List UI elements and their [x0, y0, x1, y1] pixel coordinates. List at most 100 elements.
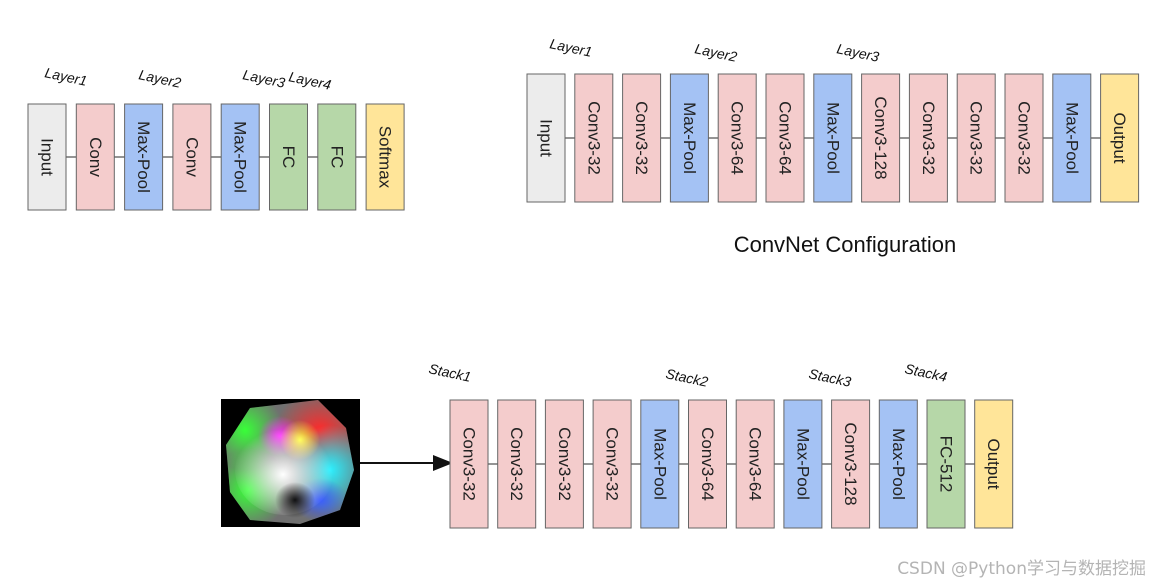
block-label: Conv3-32 [967, 101, 986, 175]
block-conv3-32: Conv3-32 [497, 399, 537, 529]
block-conv3-32: Conv3-32 [449, 399, 489, 529]
block-label: Input [537, 119, 556, 157]
block-box [269, 103, 308, 211]
block-box [831, 399, 871, 529]
block-box [735, 399, 775, 529]
group-tag-layer1: Layer1 [548, 35, 593, 60]
block-input: Input [27, 103, 67, 211]
block-label: Conv3-64 [746, 427, 765, 501]
block-label: Max-Pool [650, 428, 669, 500]
block-label: Conv3-32 [632, 101, 651, 175]
block-label: Conv3-64 [698, 427, 717, 501]
block-max-pool: Max-Pool [640, 399, 680, 529]
group-tag-layer3: Layer3 [835, 40, 880, 65]
block-max-pool: Max-Pool [124, 103, 164, 211]
block-conv3-64: Conv3-64 [688, 399, 727, 529]
block-fc-512: FC-512 [926, 399, 966, 529]
block-label: Input [38, 138, 57, 176]
block-conv3-32: Conv3-32 [544, 399, 584, 529]
block-label: Output [1110, 112, 1129, 163]
block-output: Output [974, 399, 1014, 529]
block-label: Max-Pool [231, 121, 250, 193]
group-tag-stack2: Stack2 [664, 365, 709, 390]
block-label: Conv3-32 [507, 427, 526, 501]
block-conv3-32: Conv3-32 [622, 73, 662, 203]
diagram-layers-simple: Input Conv Max-Pool Conv Max-Pool FC FC Softmax… [27, 64, 405, 211]
block-conv: Conv [172, 103, 212, 211]
block-box [27, 103, 67, 211]
block-box [669, 73, 709, 203]
block-conv3-32: Conv3-32 [574, 73, 614, 203]
block-label: FC [327, 146, 346, 169]
block-conv3-64: Conv3-64 [765, 73, 805, 203]
block-conv3-64: Conv3-64 [717, 73, 757, 203]
convnet-caption: ConvNet Configuration [734, 232, 957, 257]
block-softmax: Softmax [365, 103, 405, 211]
block-label: Max-Pool [1062, 102, 1081, 174]
block-label: Max-Pool [823, 102, 842, 174]
group-tag-stack4: Stack4 [903, 360, 948, 385]
block-input: Input [526, 73, 566, 203]
block-max-pool: Max-Pool [220, 103, 260, 211]
block-box [172, 103, 212, 211]
block-box [365, 103, 405, 211]
block-box [1052, 73, 1092, 203]
input-image [221, 399, 360, 527]
watermark: CSDN @Python学习与数据挖掘 [897, 559, 1146, 579]
block-box [688, 399, 727, 529]
block-conv3-32: Conv3-32 [1004, 73, 1044, 203]
block-box [220, 103, 260, 211]
block-conv3-32: Conv3-32 [592, 399, 632, 529]
block-conv: Conv [75, 103, 115, 211]
block-box [926, 399, 966, 529]
block-box [449, 399, 489, 529]
diagram-stacks: Conv3-32 Conv3-32 Conv3-32 Conv3-32 Max-Pool… [427, 360, 1014, 529]
group-tag-layer1: Layer1 [43, 64, 88, 89]
block-box [1100, 73, 1140, 203]
block-max-pool: Max-Pool [878, 399, 918, 529]
block-label: Conv3-32 [603, 427, 622, 501]
block-box [956, 73, 996, 203]
block-conv3-128: Conv3-128 [861, 73, 901, 203]
block-box [640, 399, 680, 529]
block-max-pool: Max-Pool [813, 73, 853, 203]
block-box [544, 399, 584, 529]
block-label: FC [279, 146, 298, 169]
block-box [622, 73, 662, 203]
block-output: Output [1100, 73, 1140, 203]
block-fc: FC [317, 103, 357, 211]
block-box [861, 73, 901, 203]
block-box [574, 73, 614, 203]
block-conv3-64: Conv3-64 [735, 399, 775, 529]
group-tag-stack1: Stack1 [427, 360, 472, 385]
block-label: Conv3-32 [919, 101, 938, 175]
group-tag-layer2: Layer2 [693, 40, 738, 65]
block-max-pool: Max-Pool [669, 73, 709, 203]
block-label: Conv3-32 [555, 427, 574, 501]
block-label: Conv3-32 [460, 427, 479, 501]
block-label: Conv3-128 [841, 422, 860, 505]
block-conv3-32: Conv3-32 [908, 73, 948, 203]
block-label: Conv [86, 137, 105, 177]
group-tag-layer4: Layer4 [287, 68, 332, 93]
block-box [783, 399, 823, 529]
block-box [526, 73, 566, 203]
block-box [908, 73, 948, 203]
block-max-pool: Max-Pool [1052, 73, 1092, 203]
block-label: Conv3-128 [871, 96, 890, 179]
block-box [592, 399, 632, 529]
block-box [878, 399, 918, 529]
block-box [765, 73, 805, 203]
block-box [717, 73, 757, 203]
block-conv3-32: Conv3-32 [956, 73, 996, 203]
block-box [75, 103, 115, 211]
block-box [124, 103, 164, 211]
block-label: Max-Pool [134, 121, 153, 193]
block-max-pool: Max-Pool [783, 399, 823, 529]
block-label: Output [984, 438, 1003, 489]
block-box [813, 73, 853, 203]
group-tag-layer3: Layer3 [241, 66, 286, 91]
block-box [974, 399, 1014, 529]
block-conv3-128: Conv3-128 [831, 399, 871, 529]
